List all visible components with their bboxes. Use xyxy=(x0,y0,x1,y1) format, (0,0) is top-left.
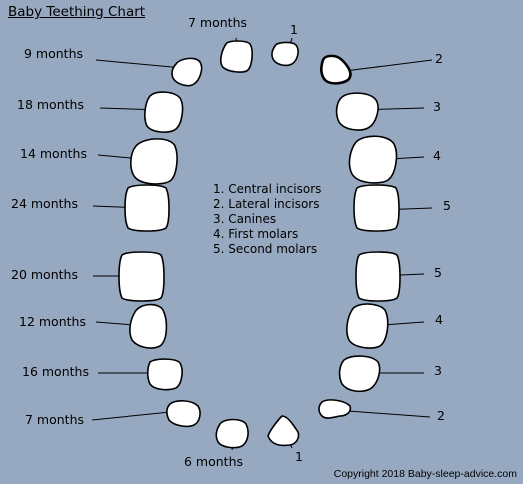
label-lower-second-molar-age: 20 months xyxy=(11,267,78,282)
chart-title: Baby Teething Chart xyxy=(8,4,146,20)
tooth-upper-first-molar-left xyxy=(130,138,178,185)
label-upper-canine-number: 3 xyxy=(433,99,441,114)
tooth-upper-central-incisor-right xyxy=(271,41,299,67)
tooth-upper-second-molar-right xyxy=(353,184,400,232)
tooth-lower-central-incisor-left xyxy=(215,418,249,449)
tooth-lower-lateral-incisor-right xyxy=(318,399,352,419)
lower-teeth xyxy=(118,251,401,449)
tooth-lower-canine-left xyxy=(146,358,183,391)
tooth-lower-canine-right xyxy=(338,355,381,393)
leader-lower-2-left xyxy=(91,410,181,421)
label-upper-lateral-incisor-age: 9 months xyxy=(24,46,84,61)
label-lower-first-molar-age: 12 months xyxy=(19,314,86,329)
label-upper-second-molar-age: 24 months xyxy=(11,196,78,211)
label-upper-first-molar-age: 14 months xyxy=(20,146,87,161)
label-lower-second-molar-number: 5 xyxy=(434,265,442,280)
label-upper-central-incisor-age: 7 months xyxy=(188,15,248,30)
tooth-lower-second-molar-left xyxy=(118,251,165,302)
label-lower-central-incisor-number: 1 xyxy=(295,449,303,464)
tooth-upper-central-incisor-left xyxy=(219,40,253,73)
label-lower-central-incisor-age: 6 months xyxy=(184,454,244,469)
tooth-type-legend: 1. Central incisors 2. Lateral incisors … xyxy=(213,182,321,257)
tooth-lower-second-molar-right xyxy=(355,251,401,302)
legend-item: 1. Central incisors xyxy=(213,182,322,196)
leader-upper-2-left xyxy=(95,59,184,69)
tooth-lower-central-incisor-right xyxy=(267,415,300,447)
tooth-upper-second-molar-left xyxy=(124,184,170,232)
label-lower-canine-age: 16 months xyxy=(22,364,89,379)
label-upper-second-molar-number: 5 xyxy=(443,198,451,213)
label-upper-canine-age: 18 months xyxy=(17,97,84,112)
tooth-upper-lateral-incisor-left xyxy=(171,57,203,87)
label-upper-central-incisor-number: 1 xyxy=(290,22,298,37)
label-lower-first-molar-number: 4 xyxy=(435,312,443,327)
leader-upper-2-right xyxy=(336,59,433,73)
tooth-lower-first-molar-left xyxy=(129,303,168,349)
tooth-upper-canine-right xyxy=(335,92,379,131)
label-upper-first-molar-number: 4 xyxy=(433,148,441,163)
legend-item: 2. Lateral incisors xyxy=(213,197,320,211)
legend-item: 3. Canines xyxy=(213,212,277,226)
label-lower-lateral-incisor-number: 2 xyxy=(437,408,445,423)
tooth-lower-lateral-incisor-left xyxy=(166,400,201,428)
label-lower-lateral-incisor-age: 7 months xyxy=(25,412,85,427)
tooth-lower-first-molar-right xyxy=(346,303,389,349)
tooth-upper-lateral-incisor-right xyxy=(320,54,352,85)
upper-teeth xyxy=(124,40,400,232)
tooth-upper-first-molar-right xyxy=(348,135,398,184)
copyright-notice: Copyright 2018 Baby-sleep-advice.com xyxy=(333,468,517,480)
label-lower-canine-number: 3 xyxy=(434,363,442,378)
tooth-upper-canine-left xyxy=(144,91,184,133)
legend-item: 5. Second molars xyxy=(213,242,318,256)
legend-item: 4. First molars xyxy=(213,227,299,241)
label-upper-lateral-incisor-number: 2 xyxy=(435,51,443,66)
